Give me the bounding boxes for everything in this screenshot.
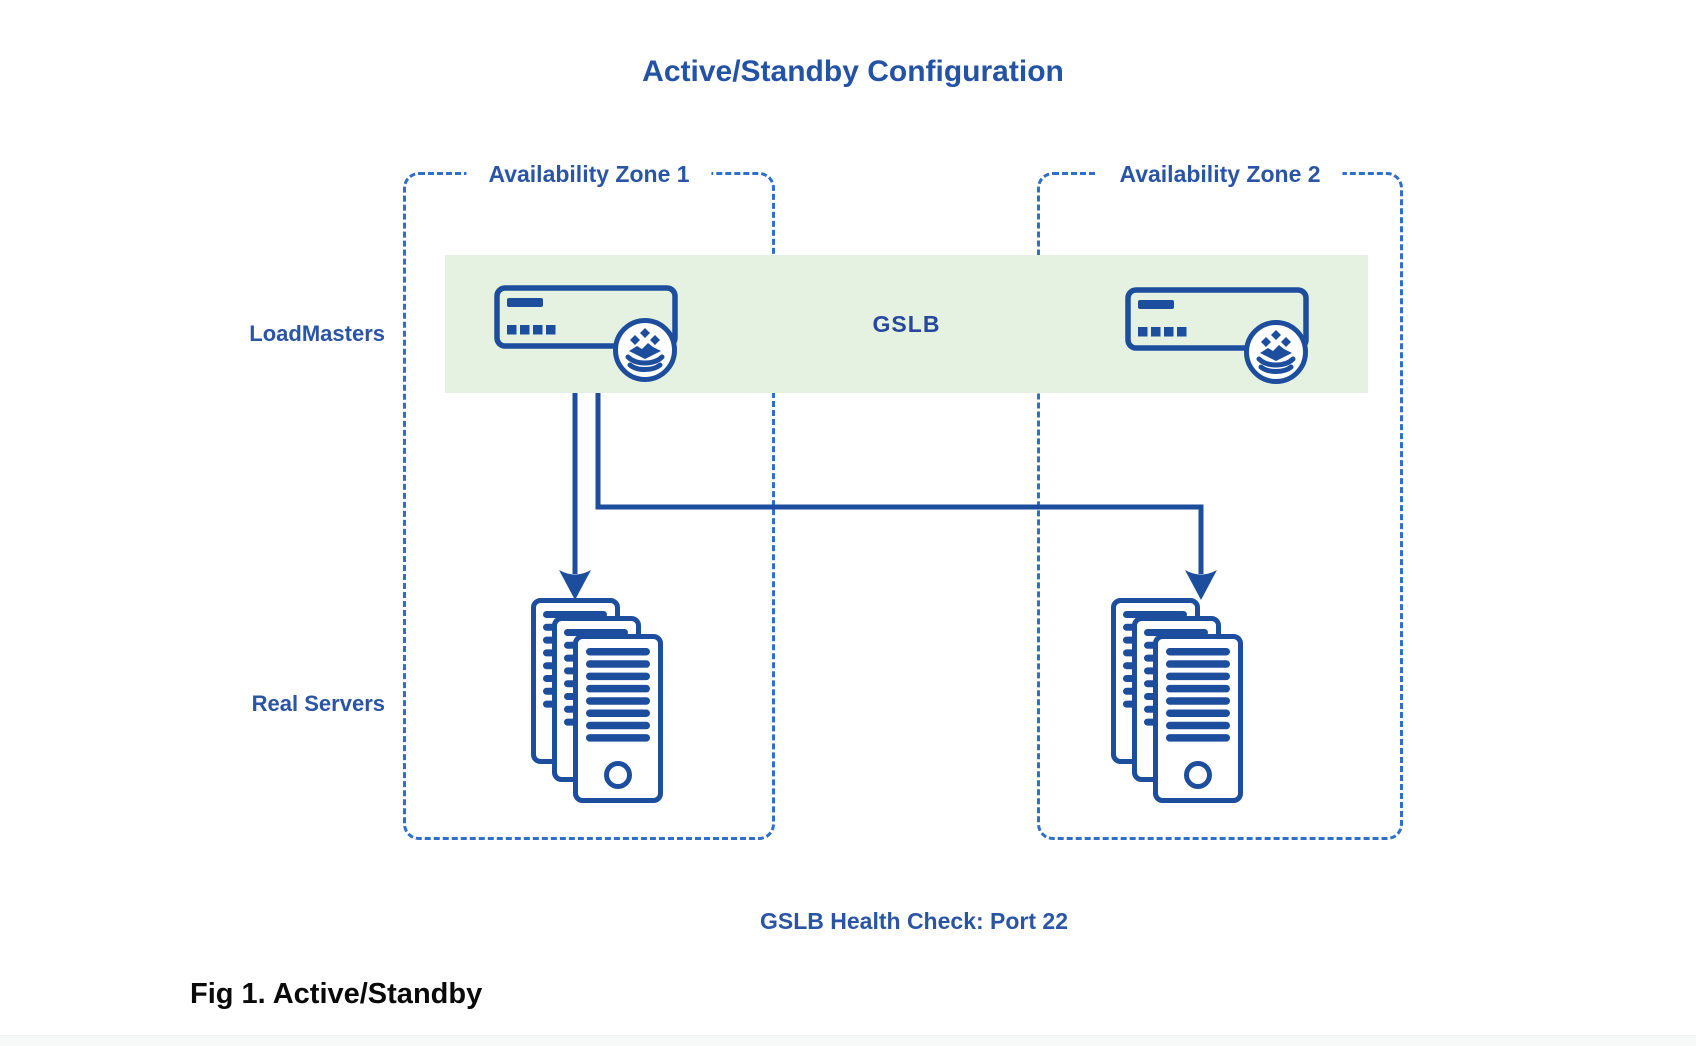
availability-zone-1-label: Availability Zone 1 [466, 159, 712, 190]
loadmasters-row-label: LoadMasters [249, 321, 385, 346]
server-stack-2-icon [1111, 598, 1243, 803]
loadmaster-2-icon [1125, 287, 1309, 384]
availability-zone-2-label: Availability Zone 2 [1097, 159, 1343, 190]
loadmaster-1-icon [494, 285, 678, 382]
figure-caption: Fig 1. Active/Standby [190, 978, 483, 1010]
layers-badge-icon [1256, 330, 1296, 374]
server-stack-1-icon [531, 598, 663, 803]
page-title: Active/Standby Configuration [642, 55, 1064, 88]
bottom-divider [0, 1035, 1696, 1046]
health-check-caption: GSLB Health Check: Port 22 [759, 908, 1069, 934]
front-server [573, 634, 663, 803]
gslb-label: GSLB [872, 310, 941, 337]
layers-badge-icon [625, 328, 665, 372]
real-servers-row-label: Real Servers [251, 691, 385, 716]
gslb-band: GSLB [445, 255, 1368, 393]
front-server [1153, 634, 1243, 803]
